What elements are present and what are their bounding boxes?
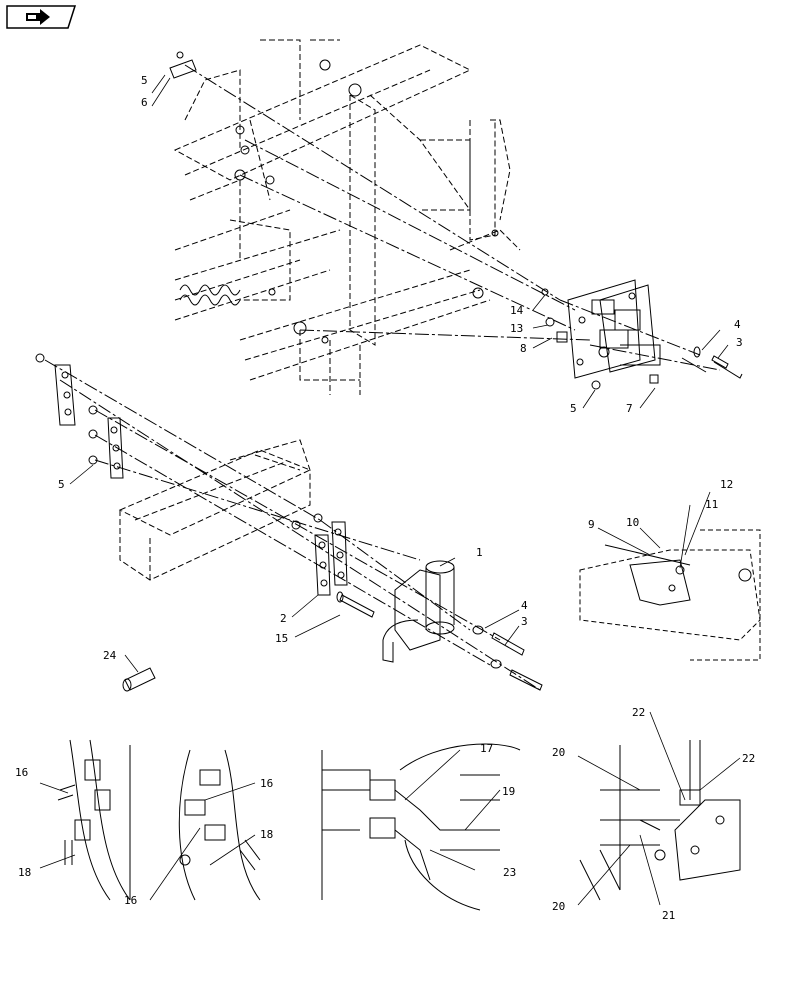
callout-3-top: 3 <box>736 336 743 349</box>
callout-21: 21 <box>662 909 675 922</box>
callout-10: 10 <box>626 516 639 529</box>
callout-4-top: 4 <box>734 318 741 331</box>
callout-5-right: 5 <box>570 402 577 415</box>
bracket-5-6 <box>169 51 197 79</box>
callout-17: 17 <box>480 742 493 755</box>
callout-18-a: 18 <box>18 866 31 879</box>
callout-3-mid: 3 <box>521 615 528 628</box>
callout-19: 19 <box>502 785 515 798</box>
callout-11: 11 <box>705 498 718 511</box>
boom-channel <box>118 439 312 581</box>
callout-18-b: 18 <box>260 828 273 841</box>
frame-bolts <box>234 59 499 344</box>
callout-5-left: 5 <box>58 478 65 491</box>
callout-labels: 5 6 14 13 8 5 7 4 3 5 1 2 15 4 3 24 9 10… <box>15 74 755 922</box>
callout-22-right: 22 <box>742 752 755 765</box>
detail-view-2 <box>178 749 261 901</box>
callout-16-b: 16 <box>260 777 273 790</box>
arrow-right-icon[interactable] <box>6 5 76 29</box>
bolts-mid <box>122 591 543 692</box>
detail-view-3 <box>321 743 521 911</box>
plates-right <box>291 513 348 596</box>
detail-view-1 <box>57 739 131 901</box>
plates-left <box>35 353 124 479</box>
callout-23: 23 <box>503 866 516 879</box>
callout-8: 8 <box>520 342 527 355</box>
callout-7: 7 <box>626 402 633 415</box>
leader-lines <box>39 74 741 906</box>
callout-2: 2 <box>280 612 287 625</box>
frame-top <box>173 39 521 395</box>
callout-1: 1 <box>476 546 483 559</box>
callout-14: 14 <box>510 304 524 317</box>
callout-4-mid: 4 <box>521 599 528 612</box>
callout-16-a: 16 <box>15 766 28 779</box>
callout-16-c: 16 <box>124 894 137 907</box>
callout-22-top: 22 <box>632 706 645 719</box>
alignment-lines-mid <box>44 359 541 691</box>
detail-hitch <box>579 529 761 661</box>
callout-15: 15 <box>275 632 288 645</box>
control-box <box>567 279 661 379</box>
callout-13: 13 <box>510 322 523 335</box>
sensor-actuator <box>382 560 455 663</box>
callout-24: 24 <box>103 649 117 662</box>
callout-20-top: 20 <box>552 746 565 759</box>
callout-5-top: 5 <box>141 74 148 87</box>
detail-view-4 <box>579 740 741 901</box>
callout-6: 6 <box>141 96 148 109</box>
callout-20-bottom: 20 <box>552 900 565 913</box>
callout-9: 9 <box>588 518 595 531</box>
alignment-lines-top <box>184 64 721 371</box>
callout-12: 12 <box>720 478 733 491</box>
spring <box>179 284 241 306</box>
